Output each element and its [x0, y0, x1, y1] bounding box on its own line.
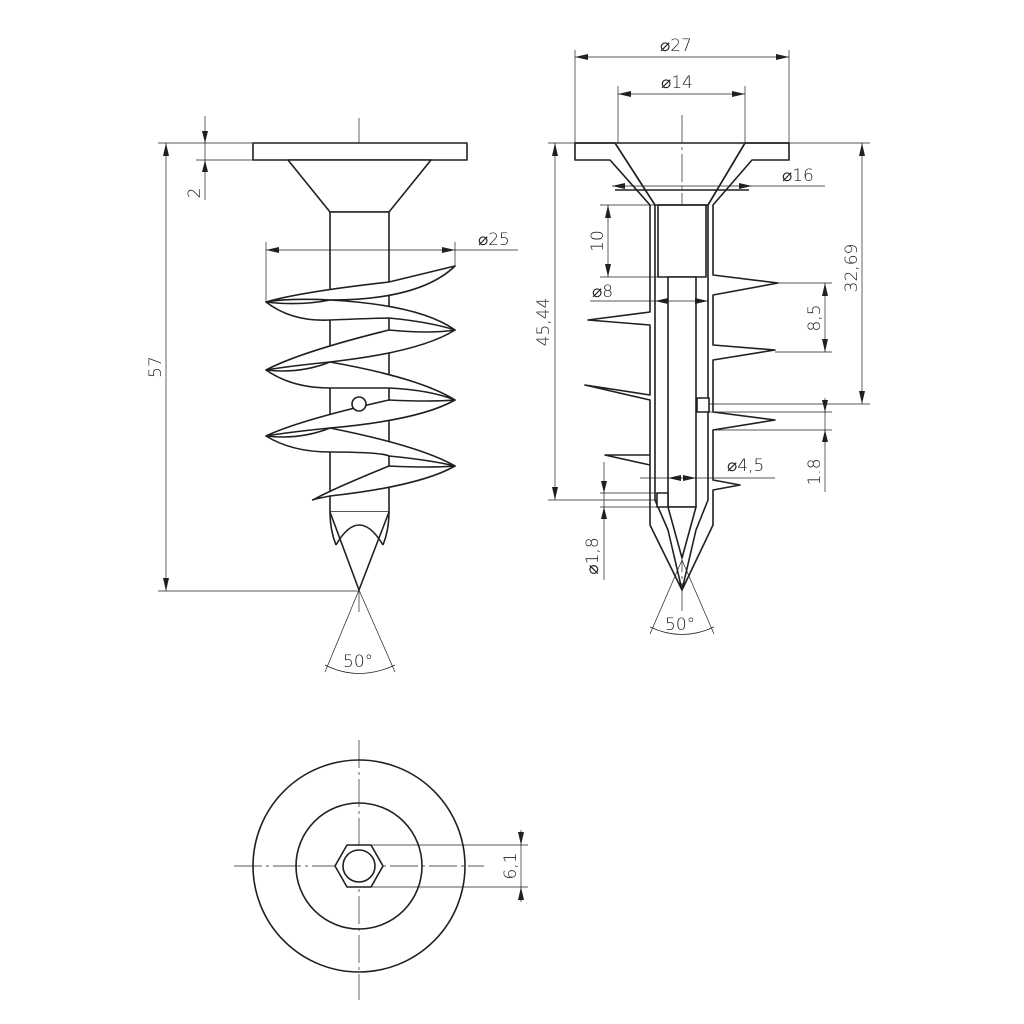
- dim-counterbore-diameter: ⌀16: [612, 166, 825, 189]
- dim-head-thickness: 2: [185, 116, 253, 200]
- label-thread-pitch: 8,5: [805, 304, 825, 331]
- front-helical-threads: [265, 265, 456, 501]
- dim-head-diameter: ⌀27: [574, 36, 790, 143]
- front-countersink-cone: [287, 159, 432, 213]
- dim-thread-diameter: ⌀25: [265, 230, 518, 302]
- label-side-hole-diameter: ⌀1,8: [583, 537, 603, 574]
- label-overall-length: 57: [146, 356, 166, 378]
- dim-head-recess-diameter: ⌀14: [617, 73, 746, 143]
- section-hex-socket: [657, 204, 707, 278]
- top-head-recess-circle: [295, 802, 423, 930]
- label-inner-bore-diameter: ⌀4,5: [727, 456, 764, 476]
- front-shank: [329, 211, 390, 513]
- dim-tip-angle-section: 50°: [649, 559, 715, 635]
- front-conical-tip: [329, 511, 390, 591]
- label-bore-diameter: ⌀8: [592, 282, 613, 302]
- dim-thread-pitch: 8,5: [775, 282, 832, 353]
- label-head-diameter: ⌀27: [660, 36, 692, 56]
- dim-tip-angle-front: 50°: [324, 589, 396, 674]
- front-head-flange: [252, 142, 468, 161]
- section-view: ⌀27 ⌀14 ⌀16 10: [534, 36, 870, 635]
- dim-groove-width: 1.8: [709, 398, 832, 492]
- label-tip-angle-front: 50°: [343, 652, 373, 672]
- dim-side-hole-diameter: ⌀1,8: [583, 462, 657, 580]
- dim-hex-depth: 10: [588, 204, 658, 278]
- dim-bore-diameter: ⌀8: [590, 282, 708, 304]
- dim-inner-bore-diameter: ⌀4,5: [640, 456, 775, 481]
- section-body-right: [681, 142, 790, 591]
- front-side-hole: [351, 396, 367, 412]
- section-bore-tip: [667, 506, 697, 559]
- top-hex-inner-circle: [342, 849, 376, 883]
- top-head-outer-circle: [252, 759, 466, 973]
- label-groove-width: 1.8: [805, 458, 825, 485]
- top-view: 6,1: [234, 740, 528, 1000]
- dim-body-length: 45,44: [534, 142, 657, 501]
- label-head-recess-diameter: ⌀14: [661, 73, 693, 93]
- label-counterbore-diameter: ⌀16: [782, 166, 814, 186]
- label-hex-depth: 10: [588, 230, 608, 252]
- label-tip-angle-section: 50°: [665, 615, 695, 635]
- label-body-length: 45,44: [534, 298, 554, 347]
- label-thread-diameter: ⌀25: [478, 230, 510, 250]
- section-inner-bore: [667, 276, 697, 508]
- dim-overall-length: 57: [146, 142, 359, 592]
- section-side-hole: [696, 397, 710, 413]
- label-head-thickness: 2: [185, 188, 205, 199]
- dim-hex-across-flats: 6,1: [371, 830, 528, 902]
- front-view: 57 2 ⌀25 50°: [146, 116, 518, 674]
- front-tip-lip: [335, 524, 384, 546]
- dim-threaded-length: 32,69: [709, 142, 870, 405]
- label-hex-across-flats: 6,1: [501, 852, 521, 879]
- label-threaded-length: 32,69: [842, 244, 862, 293]
